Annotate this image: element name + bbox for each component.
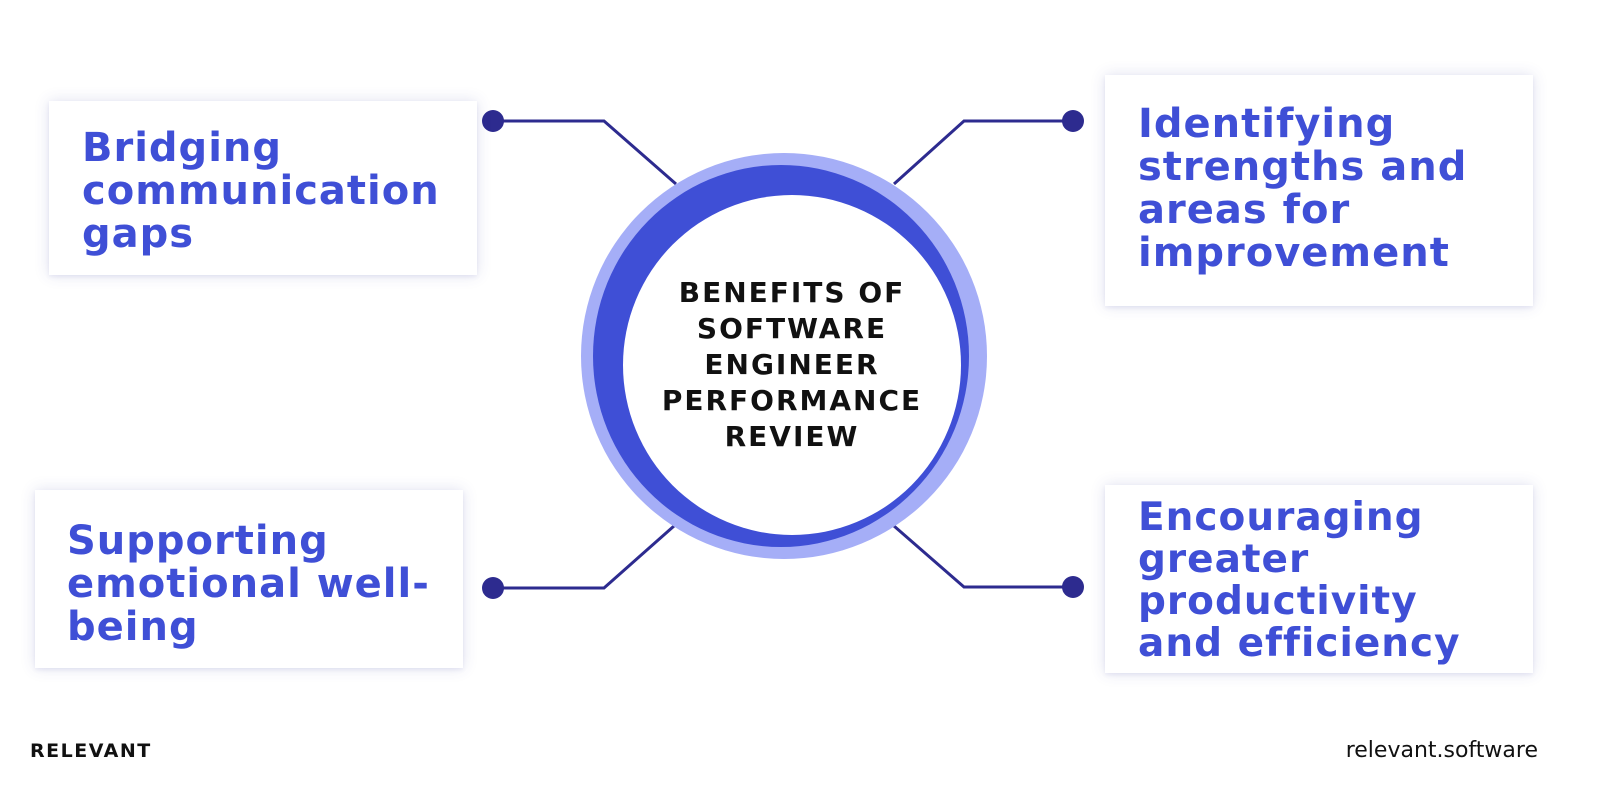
connector-dot-bottom-right: [1062, 576, 1084, 598]
connector-top-right: [892, 119, 1073, 186]
connector-bottom-left: [493, 524, 675, 590]
benefit-label-productivity: Encouraging greater productivity and eff…: [1138, 495, 1461, 666]
brand-logo: RELEVANT: [30, 740, 152, 762]
connector-top-left: [493, 119, 677, 186]
benefit-card-communication: Bridging communication gaps: [49, 101, 477, 275]
center-hub-face: BENEFITS OF SOFTWARE ENGINEER PERFORMANC…: [623, 195, 961, 535]
benefit-card-strengths: Identifying strengths and areas for impr…: [1105, 75, 1533, 306]
center-hub: BENEFITS OF SOFTWARE ENGINEER PERFORMANC…: [581, 153, 987, 559]
benefit-label-communication: Bridging communication gaps: [82, 125, 440, 257]
benefit-label-wellbeing: Supporting emotional well- being: [67, 518, 430, 650]
center-title: BENEFITS OF SOFTWARE ENGINEER PERFORMANC…: [661, 276, 923, 453]
connector-dot-bottom-left: [482, 577, 504, 599]
connector-dot-top-left: [482, 110, 504, 132]
benefit-card-productivity: Encouraging greater productivity and eff…: [1105, 485, 1533, 673]
benefit-card-wellbeing: Supporting emotional well- being: [35, 490, 463, 668]
center-hub-ring: BENEFITS OF SOFTWARE ENGINEER PERFORMANC…: [593, 165, 969, 547]
benefit-label-strengths: Identifying strengths and areas for impr…: [1138, 101, 1468, 276]
connector-dot-top-right: [1062, 110, 1084, 132]
connector-bottom-right: [893, 524, 1073, 589]
site-url: relevant.software: [1345, 738, 1538, 763]
